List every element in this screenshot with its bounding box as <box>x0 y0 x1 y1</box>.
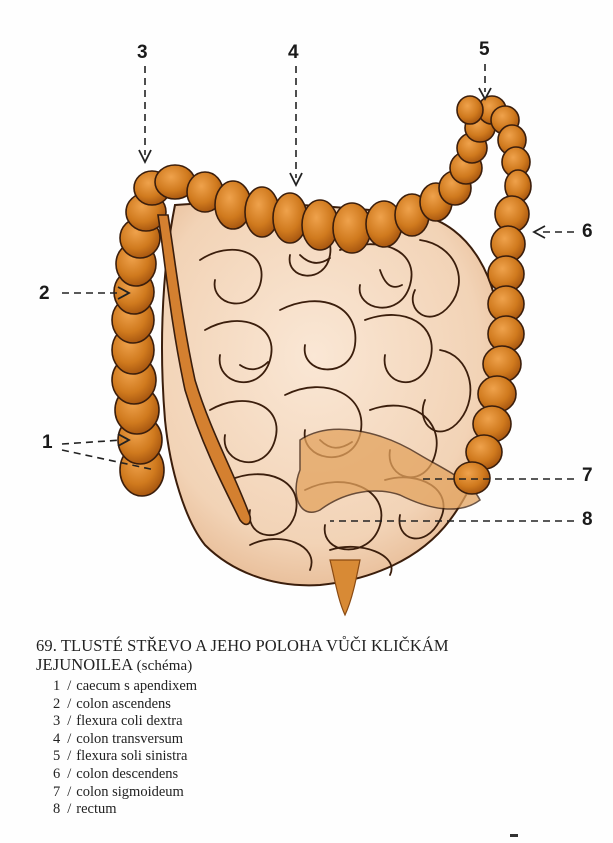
callout-8: 8 <box>582 510 593 529</box>
callout-1: 1 <box>42 433 53 452</box>
callout-6: 6 <box>582 222 593 241</box>
legend-item: 5/flexura soli sinistra <box>53 748 606 766</box>
figure-caption: 69. TLUSTÉ STŘEVO A JEHO POLOHA VŮČI KLI… <box>36 636 606 819</box>
caption-title-line2: JEJUNOILEA <box>36 655 132 674</box>
leader-line <box>62 440 122 444</box>
legend-item: 4/colon transversum <box>53 731 606 749</box>
callout-7: 7 <box>582 466 593 485</box>
caption-title-line1: TLUSTÉ STŘEVO A JEHO POLOHA VŮČI KLIČKÁM <box>61 636 449 655</box>
haustrum <box>333 203 371 253</box>
callout-5: 5 <box>479 40 490 59</box>
legend-list: 1/caecum s apendixem 2/colon ascendens 3… <box>36 678 606 819</box>
scan-speck <box>510 834 518 837</box>
rectum <box>330 560 360 615</box>
caption-note: (schéma) <box>137 658 193 674</box>
legend-item: 7/colon sigmoideum <box>53 784 606 802</box>
legend-item: 8/rectum <box>53 801 606 819</box>
small-intestine-mass <box>162 203 501 585</box>
caption-number: 69. <box>36 636 57 655</box>
caption-title: 69. TLUSTÉ STŘEVO A JEHO POLOHA VŮČI KLI… <box>36 636 606 676</box>
legend-item: 2/colon ascendens <box>53 696 606 714</box>
intestine-diagram <box>0 0 613 630</box>
callout-3: 3 <box>137 43 148 62</box>
haustrum <box>457 96 483 124</box>
callout-2: 2 <box>39 284 50 303</box>
legend-item: 3/flexura coli dextra <box>53 713 606 731</box>
legend-item: 6/colon descendens <box>53 766 606 784</box>
haustrum <box>454 462 490 494</box>
legend-item: 1/caecum s apendixem <box>53 678 606 696</box>
callout-4: 4 <box>288 43 299 62</box>
